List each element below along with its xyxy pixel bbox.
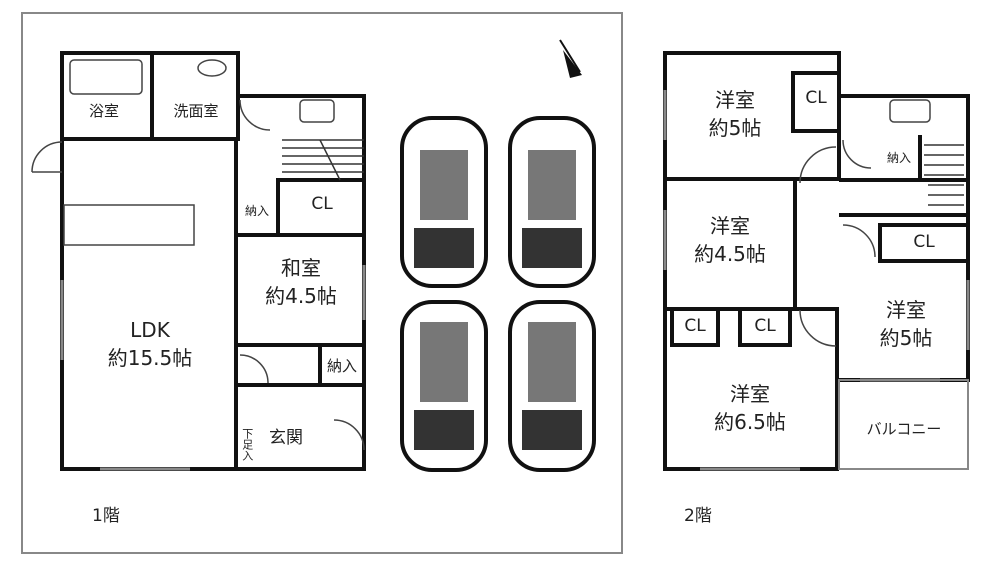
windows-2f bbox=[663, 90, 970, 471]
washitsu-size-label: 約4.5帖 bbox=[265, 284, 337, 308]
closet-c-label: CL bbox=[754, 316, 776, 336]
youshitsu-c-size-label: 約5帖 bbox=[879, 326, 933, 350]
north-arrow-icon bbox=[559, 39, 582, 78]
balcony-label: バルコニー bbox=[866, 420, 942, 438]
car-icon bbox=[508, 300, 596, 472]
site-boundary bbox=[21, 12, 623, 554]
floor-1-label: 1階 bbox=[92, 506, 120, 526]
door-swings-2f bbox=[799, 139, 876, 347]
youshitsu-d-name-label: 洋室 bbox=[730, 382, 770, 406]
closet-label: CL bbox=[311, 194, 333, 214]
storage-stair-label: 納入 bbox=[244, 204, 269, 218]
bath-fixtures bbox=[63, 59, 335, 246]
stairs-2f bbox=[924, 144, 964, 206]
car-icon bbox=[400, 116, 488, 288]
youshitsu-c-name-label: 洋室 bbox=[886, 298, 926, 322]
entrance-label: 玄関 bbox=[269, 428, 303, 448]
ldk-name-label: LDK bbox=[130, 318, 170, 342]
youshitsu-a-size-label: 約5帖 bbox=[708, 116, 762, 140]
youshitsu-b-size-label: 約4.5帖 bbox=[694, 242, 766, 266]
stairs-1f bbox=[282, 139, 364, 181]
storage-2f-label: 納入 bbox=[886, 151, 911, 165]
ldk-size-label: 約15.5帖 bbox=[107, 346, 193, 370]
youshitsu-b-name-label: 洋室 bbox=[710, 214, 750, 238]
windows-1f bbox=[60, 265, 366, 471]
closet-b-label: CL bbox=[684, 316, 706, 336]
storage-hall-label: 納入 bbox=[326, 357, 357, 375]
floor-2-label: 2階 bbox=[684, 506, 712, 526]
closet-a-label: CL bbox=[805, 88, 827, 108]
car-icon bbox=[400, 300, 488, 472]
car-icon bbox=[508, 116, 596, 288]
washroom-label: 洗面室 bbox=[173, 102, 219, 120]
parking-cars bbox=[400, 116, 596, 472]
youshitsu-d-size-label: 約6.5帖 bbox=[714, 410, 786, 434]
bath-label: 浴室 bbox=[88, 102, 119, 120]
first-floor-walls bbox=[60, 51, 366, 471]
washitsu-name-label: 和室 bbox=[281, 256, 321, 280]
shoe-box-label: 下足入 bbox=[240, 427, 254, 461]
youshitsu-a-name-label: 洋室 bbox=[715, 88, 755, 112]
door-swings-1f bbox=[31, 99, 365, 451]
toilet-2f bbox=[889, 99, 931, 123]
closet-d-label: CL bbox=[913, 232, 935, 252]
